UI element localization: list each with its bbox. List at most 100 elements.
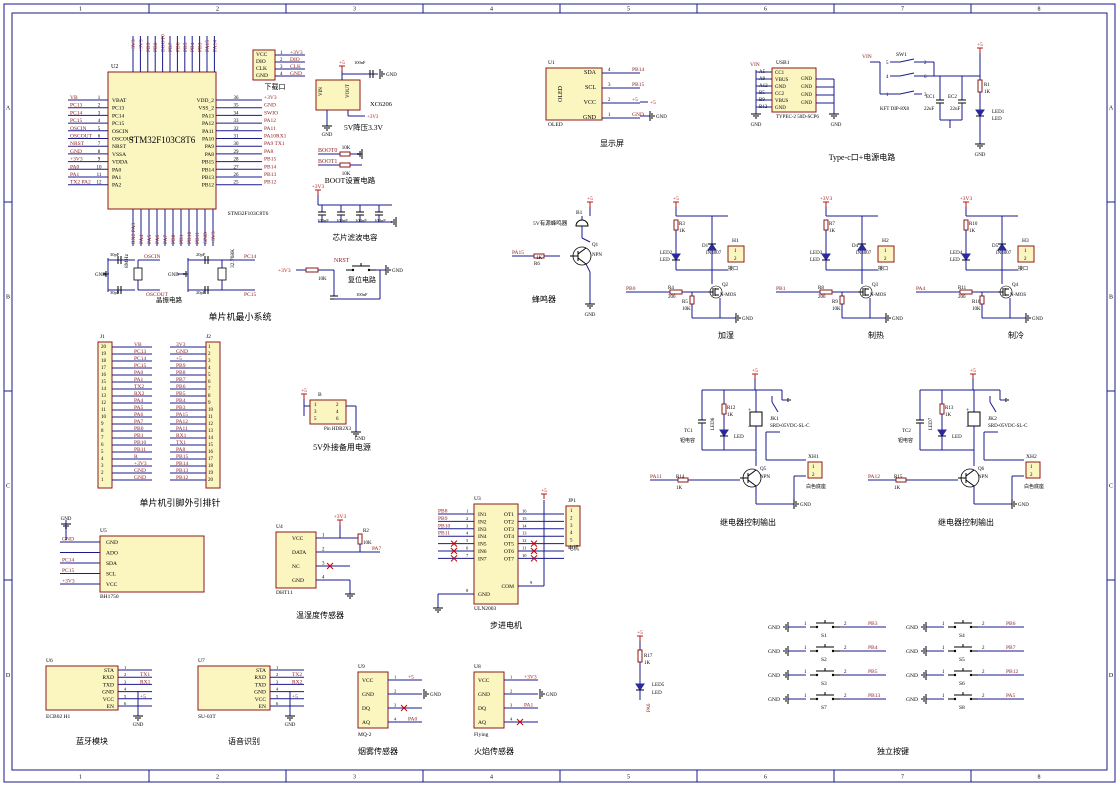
push-switch[interactable] <box>948 620 978 629</box>
pin-number: 8 <box>466 588 469 593</box>
part-name: SRD-05VDC-SL-C <box>988 424 1028 429</box>
part-ref: USB1 <box>776 60 790 66</box>
pin-name: PC13 <box>112 106 124 112</box>
power-flag: +5 <box>637 630 643 641</box>
pin-name: VCC <box>478 678 490 684</box>
part-ref: LED1 <box>992 110 1005 115</box>
net-label: PA5 <box>1006 693 1016 699</box>
net-label: PA10RX1 <box>264 134 287 140</box>
led-label: LED <box>810 258 820 263</box>
pin-name: OT1 <box>504 512 514 518</box>
part-ref: S8 <box>959 705 965 711</box>
led-label: LED <box>992 117 1002 122</box>
part-ref: R14 <box>676 475 685 480</box>
pin-number: 14 <box>522 523 527 528</box>
net-label: PA6 <box>155 234 161 244</box>
net-label: PB14 <box>176 461 188 467</box>
net-label: BOOT0 <box>161 34 167 52</box>
part-ref: S3 <box>821 681 827 687</box>
resistor <box>673 219 679 231</box>
frame-col-label: 6 <box>764 7 767 13</box>
net-label: PA12 <box>176 419 188 425</box>
pin-name: ADO <box>106 551 118 557</box>
push-switch[interactable] <box>346 263 376 272</box>
pin-number: 10 <box>97 165 103 170</box>
pin-number: 4 <box>394 717 397 722</box>
pin-number: 17 <box>101 366 107 371</box>
gnd-label: GND <box>906 625 918 631</box>
gnd-label: GND <box>95 273 106 278</box>
pin-name: GND <box>256 73 268 79</box>
mcu-part-label: STM32F103C8T6 <box>228 211 269 217</box>
frame-col-label: 4 <box>490 775 493 781</box>
part-ref: JP1 <box>568 498 576 504</box>
part-name: 5V有源蜂鸣器 <box>533 219 568 227</box>
net-label: OSCOUT <box>146 292 169 298</box>
pin-number: 32 <box>234 127 240 132</box>
net-label: +3V3 <box>264 95 277 101</box>
pin-number: 19 <box>208 471 214 476</box>
net-label: PB7 <box>1006 645 1016 651</box>
push-switch[interactable] <box>948 644 978 653</box>
resistor-value: 1K <box>984 90 991 95</box>
push-switch[interactable] <box>810 668 840 677</box>
net-label: PA11 <box>264 126 276 132</box>
section-label: 语音识别 <box>228 736 260 746</box>
pin-name: OT5 <box>504 542 514 548</box>
no-connect-mark <box>530 555 538 562</box>
pin-number: 3 <box>924 93 927 98</box>
pin-number: 12 <box>208 422 214 427</box>
cap-value: 钽电容 <box>680 437 695 444</box>
power-net-label: +5 <box>339 60 345 66</box>
pin-number: 8 <box>101 429 104 434</box>
net-label: PB0 <box>626 286 636 292</box>
pin-number: 18 <box>208 464 214 469</box>
gnd-symbol <box>391 217 397 227</box>
usb-body <box>771 67 817 113</box>
diode-part: IN4007 <box>856 251 872 256</box>
gnd-symbol <box>1011 499 1017 509</box>
power-net-label: +3V3 <box>312 184 325 190</box>
resistor <box>939 403 945 415</box>
wire <box>530 555 538 562</box>
push-switch[interactable] <box>948 668 978 677</box>
gnd-label: GND <box>355 437 366 442</box>
pin-number: 5 <box>276 694 279 699</box>
pin-name: GND <box>801 77 812 82</box>
power-flag: +5 <box>541 488 547 499</box>
pin-number: 31 <box>234 135 240 140</box>
part-name: 电机 <box>568 544 580 552</box>
power-flag: +5 <box>587 196 593 207</box>
no-connect-mark <box>530 540 538 547</box>
resistor <box>977 79 983 93</box>
push-switch[interactable] <box>810 644 840 653</box>
net-label: PB4 <box>868 645 878 651</box>
frame-row-label: C <box>6 484 10 490</box>
pin-mark: - <box>748 424 750 430</box>
push-switch[interactable] <box>810 692 840 701</box>
part-ref: R13 <box>945 406 954 411</box>
pin-name: GND <box>478 692 490 698</box>
net-label: PA1 <box>524 703 534 709</box>
pin-name: PA2 <box>112 183 122 189</box>
net-label: PA15 <box>512 250 524 256</box>
push-switch[interactable] <box>810 620 840 629</box>
transistor-type: N-MOS <box>870 293 886 298</box>
diode-part: IN4007 <box>996 251 1012 256</box>
push-switch[interactable] <box>948 692 978 701</box>
net-label: +3V3 <box>211 231 217 244</box>
part-ref: R8 <box>818 286 824 291</box>
led-label: LED <box>950 258 960 263</box>
gnd-symbol <box>133 712 143 721</box>
